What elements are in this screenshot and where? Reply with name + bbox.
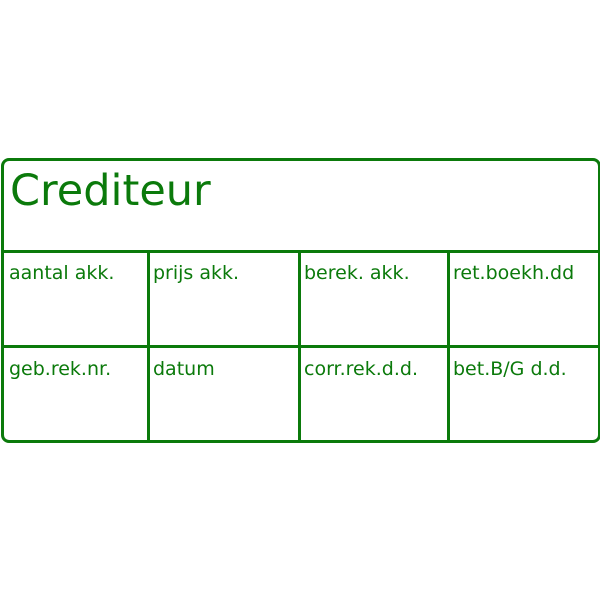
field-datum: datum: [153, 358, 215, 380]
field-corr-rek: corr.rek.d.d.: [304, 358, 418, 380]
field-prijs-akk: prijs akk.: [153, 262, 240, 284]
divider: [298, 253, 301, 440]
divider: [147, 253, 150, 440]
stamp-title: Crediteur: [10, 166, 211, 216]
divider: [4, 250, 598, 253]
divider: [447, 253, 450, 440]
creditor-stamp: Crediteur aantal akk. prijs akk. berek. …: [1, 158, 600, 443]
field-bet-bg: bet.B/G d.d.: [453, 358, 567, 380]
field-geb-rek-nr: geb.rek.nr.: [9, 358, 112, 380]
field-ret-boekh: ret.boekh.dd: [453, 262, 575, 284]
field-aantal-akk: aantal akk.: [9, 262, 115, 284]
divider: [4, 345, 598, 348]
field-berek-akk: berek. akk.: [304, 262, 410, 284]
